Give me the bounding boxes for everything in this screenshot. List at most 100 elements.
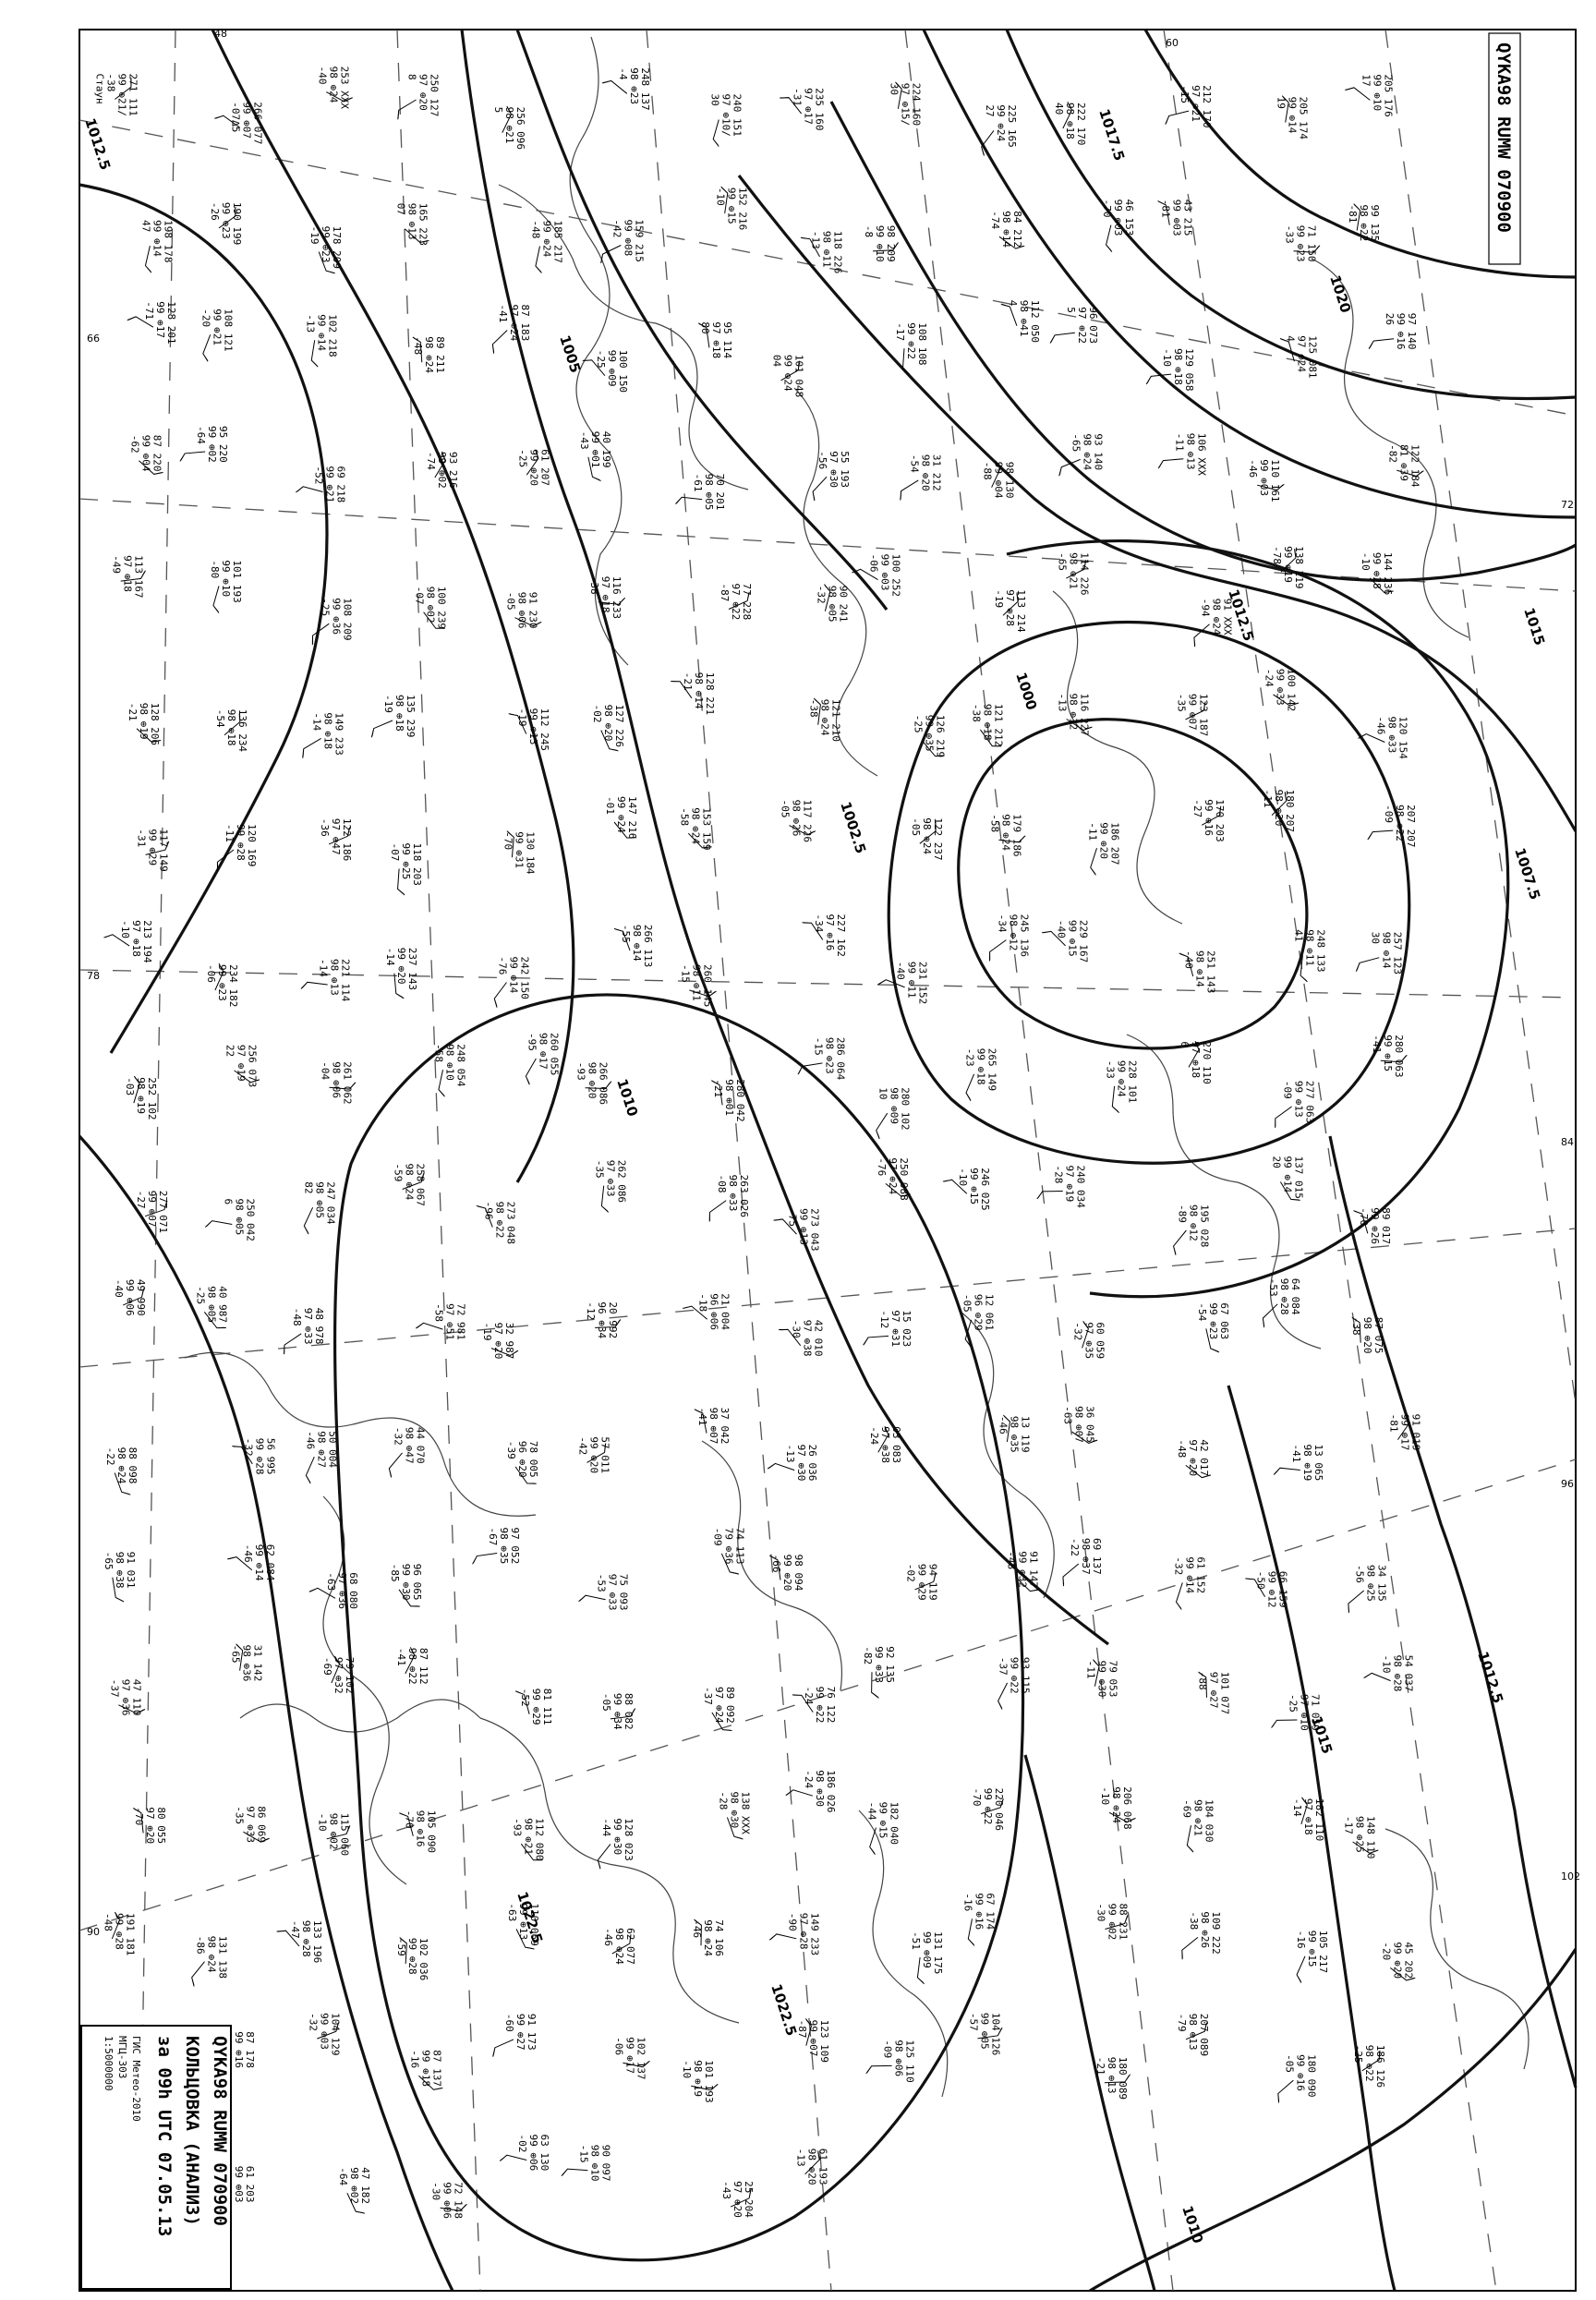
station-temp: 260 055 [548, 1033, 560, 1075]
station-pressure: 98 ⊕19 [138, 703, 150, 740]
wind-barb-icon [1071, 1431, 1098, 1444]
station-pressure: 99 ⊕23 [216, 964, 228, 1001]
station-temp: 88 098 [127, 1447, 139, 1484]
grid-number: 84 [1561, 1136, 1574, 1148]
station-temp: 40 987 [216, 1286, 228, 1323]
station-temp: 206 068 [1121, 1786, 1133, 1829]
station-temp: 47 182 [359, 2167, 371, 2204]
wind-barb-icon [675, 496, 703, 504]
station-temp: 102 218 [327, 314, 339, 357]
station-temp: 98 209 [885, 225, 897, 262]
wind-barb-icon [687, 832, 712, 849]
grid-number: 90 [87, 1926, 100, 1938]
wind-barb-icon [132, 1807, 144, 1834]
station-temp: 130 184 [524, 831, 536, 875]
isobar-1012-5-west [79, 183, 329, 1054]
wind-barb-icon [514, 617, 542, 627]
wind-barb-icon [236, 1643, 244, 1671]
station-tendency: -04 [320, 1061, 332, 1080]
wind-barb-icon [1201, 805, 1222, 826]
station-tendency: -57 [968, 2013, 980, 2031]
station-pressure: 99 ⊕30 [611, 1818, 623, 1855]
station-tendency: -69 [1181, 1799, 1193, 1818]
station-pressure: 99 ⊕02 [436, 452, 448, 489]
wind-barb-icon [405, 1647, 416, 1675]
station-tendency: -13 [1057, 694, 1069, 712]
isobar-1010-ne [737, 175, 1578, 832]
station-temp: 260 145 [701, 964, 713, 1007]
station-temp: 222 170 [1075, 103, 1087, 145]
title-block-software: ГИС Метео-2010 [130, 2036, 142, 2122]
station-tendency: -63 [506, 1903, 518, 1921]
wind-barb-icon [1042, 930, 1066, 947]
title-block-title: КОЛЬЦОВКА (АНАЛИЗ) [182, 2036, 202, 2226]
isobar-1017-5 [1005, 29, 1577, 401]
title-block-frame [80, 2025, 232, 2290]
station-temp: 15 023 [901, 1310, 913, 1347]
station-tendency: -54 [214, 709, 226, 728]
station-pressure: 98 ⊕18 [225, 709, 237, 746]
station-pressure: 99 ⊕15 [1067, 920, 1079, 957]
wind-barb-icon [328, 827, 351, 845]
station-temp: 246 025 [979, 1168, 991, 1210]
station-temp: 101 193 [703, 2060, 715, 2102]
station-pressure: 99 ⊕15 [1382, 1035, 1394, 1071]
station-tendency: -35 [594, 1160, 606, 1179]
station-pressure: 99 ⊕13 [798, 1208, 810, 1245]
station-temp: 86 069 [255, 1806, 267, 1843]
station-temp: 138 XXX [739, 1792, 751, 1835]
station-pressure: 99 ⊕13 [527, 708, 539, 745]
station-pressure: 99 ⊕21 [324, 466, 336, 503]
wind-barb-icon [493, 982, 507, 1008]
wind-barb-icon [216, 849, 235, 872]
station-temp: 93 115 [1020, 1657, 1032, 1694]
station-tendency: 6 [222, 1199, 234, 1205]
station-temp: 55 193 [839, 451, 851, 488]
station-pressure: 99 ⊕16 [973, 1893, 985, 1930]
wind-barb-icon [1281, 95, 1289, 123]
station-pressure: 97 ⊕33 [302, 1308, 314, 1345]
station-pressure: 99 ⊕14 [1183, 1556, 1195, 1593]
wind-barb-icon [598, 597, 626, 605]
station-tendency: -41 [1290, 1445, 1302, 1463]
station-tendency: -06 [868, 554, 880, 573]
station-tendency: -03 [124, 1077, 136, 1096]
station-pressure: 97 ⊕20 [492, 1323, 504, 1360]
station-pressure: 98 ⊕13 [1187, 2014, 1199, 2051]
wind-barb-icon [302, 737, 321, 758]
station-temp: 102 137 [635, 2037, 647, 2079]
station-tendency: -15 [577, 2145, 589, 2163]
wind-barb-icon [919, 821, 937, 844]
station-pressure: 99 ⊕07 [146, 1191, 158, 1228]
station-tendency: -32 [393, 1427, 405, 1446]
wind-barb-icon [393, 973, 405, 999]
wind-barb-icon [1186, 1825, 1194, 1853]
station-pressure: 98 ⊕24 [702, 1919, 714, 1956]
station-tendency: -48 [530, 221, 542, 239]
station-temp: 61 193 [817, 2149, 829, 2185]
station-pressure: 99 ⊕22 [982, 1788, 994, 1825]
station-pressure: 98 ⊕14 [631, 925, 643, 962]
station-pressure: 98 ⊕13 [329, 959, 341, 996]
